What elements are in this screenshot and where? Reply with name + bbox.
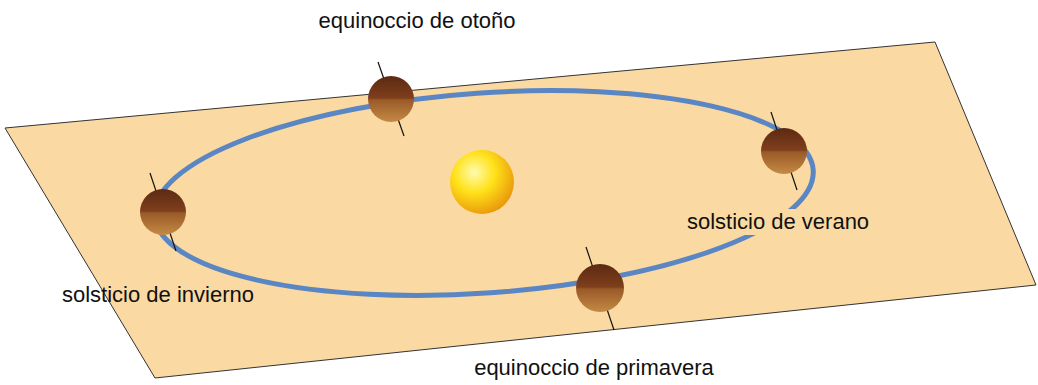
season-label: equinoccio de otoño [316, 8, 519, 34]
season-label: equinoccio de primavera [471, 355, 717, 381]
ecliptic-plane [5, 42, 1036, 378]
earth-spring [576, 247, 624, 330]
orbit-ellipse [148, 70, 820, 316]
season-label: solsticio de invierno [59, 282, 257, 308]
season-label: solsticio de verano [684, 209, 872, 235]
earth-winter [140, 173, 186, 251]
sun [450, 150, 514, 214]
earth-summer [761, 112, 807, 190]
earth-autumn [368, 62, 414, 136]
